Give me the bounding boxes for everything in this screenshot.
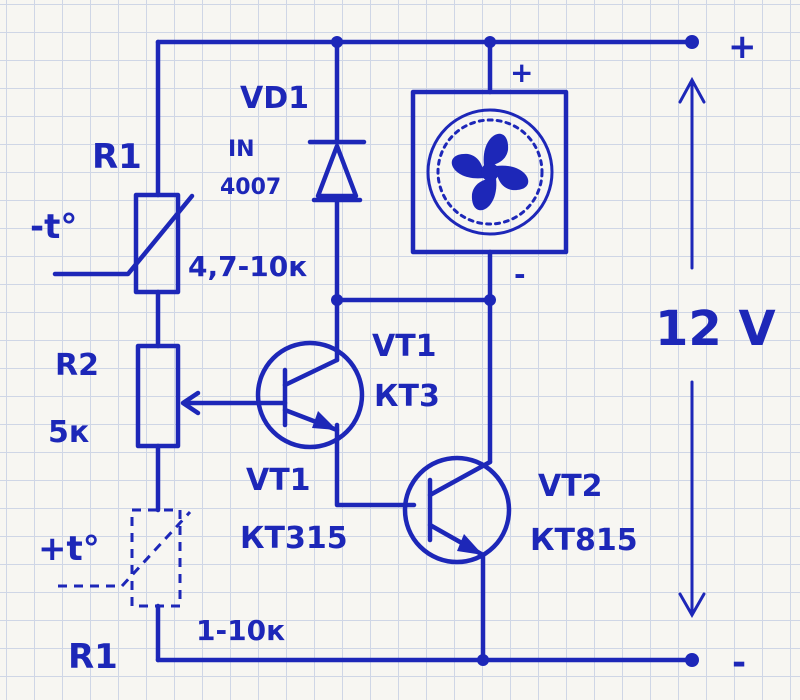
thermistor-icon xyxy=(133,192,181,295)
arrow-icon xyxy=(678,380,706,619)
labels: R1 -t° 4,7-10к VD1 IN 4007 + - R2 5к VT1… xyxy=(30,27,776,683)
vd1-ref-label: VD1 xyxy=(240,81,309,116)
diode-icon xyxy=(307,139,367,199)
vd1-part-line1: IN xyxy=(228,137,255,162)
resistor-icon xyxy=(135,343,181,449)
thermistor-r1-top xyxy=(52,192,195,295)
junction-node xyxy=(331,36,343,48)
diode-vd1 xyxy=(307,139,367,203)
vt2-part-label: КТ815 xyxy=(530,523,638,558)
thermistor-r1-bottom xyxy=(58,508,192,608)
voltage-indicator xyxy=(678,76,706,619)
thermistor-icon xyxy=(130,508,182,608)
transistor-vt2 xyxy=(402,455,512,565)
fan-housing xyxy=(410,89,569,255)
potentiometer-r2 xyxy=(135,343,181,449)
arrow-icon xyxy=(678,76,706,270)
minus-terminal xyxy=(685,653,699,667)
junction-nodes xyxy=(331,35,699,667)
r1-bottom-value-label: 1-10к xyxy=(196,614,285,647)
npn-transistor-icon xyxy=(255,340,365,450)
supply-minus-label: - xyxy=(732,643,746,683)
fan-plus-label: + xyxy=(510,56,533,89)
fan-ring xyxy=(436,118,544,226)
r1-bottom-ref-label: R1 xyxy=(68,637,118,677)
r2-value-label: 5к xyxy=(48,415,89,450)
junction-node xyxy=(484,36,496,48)
fan-blades xyxy=(451,133,529,211)
thermistor-slash xyxy=(52,193,195,277)
r1-top-value-label: 4,7-10к xyxy=(188,250,307,283)
vt1-collector-lead xyxy=(282,357,340,388)
junction-node xyxy=(331,294,343,306)
vt2-ref-label: VT2 xyxy=(538,469,603,504)
plus-terminal xyxy=(685,35,699,49)
wires xyxy=(155,39,695,663)
fan-icon xyxy=(426,108,554,236)
r1-top-temp-label: -t° xyxy=(30,207,77,247)
vt1-emitter-arrow xyxy=(312,411,337,430)
vt1-lower-ref-label: VT1 xyxy=(246,463,311,498)
r1-bottom-temp-label: +t° xyxy=(38,529,100,569)
r2-ref-label: R2 xyxy=(55,348,99,383)
npn-transistor-icon xyxy=(402,455,512,565)
supply-plus-label: + xyxy=(728,27,757,67)
vt1-lower-part-label: КТ315 xyxy=(240,521,348,556)
supply-voltage-label: 12 V xyxy=(655,301,776,357)
vt1-upper-ref-label: VT1 xyxy=(372,329,437,364)
r1-top-ref-label: R1 xyxy=(92,137,142,177)
junction-node xyxy=(484,294,496,306)
vt1-emitter-wire xyxy=(334,422,417,508)
thermistor-slash xyxy=(58,510,192,588)
transistor-vt1 xyxy=(255,340,365,450)
junction-node xyxy=(477,654,489,666)
fan-motor xyxy=(410,89,569,255)
vt1-upper-part-label: КТ3 xyxy=(374,379,440,414)
fan-minus-label: - xyxy=(514,258,526,291)
wiper-arrowhead xyxy=(180,390,201,416)
vt2-collector-lead xyxy=(427,459,493,498)
vt2-emitter-arrow xyxy=(457,534,483,555)
vd1-part-line2: 4007 xyxy=(220,175,281,200)
